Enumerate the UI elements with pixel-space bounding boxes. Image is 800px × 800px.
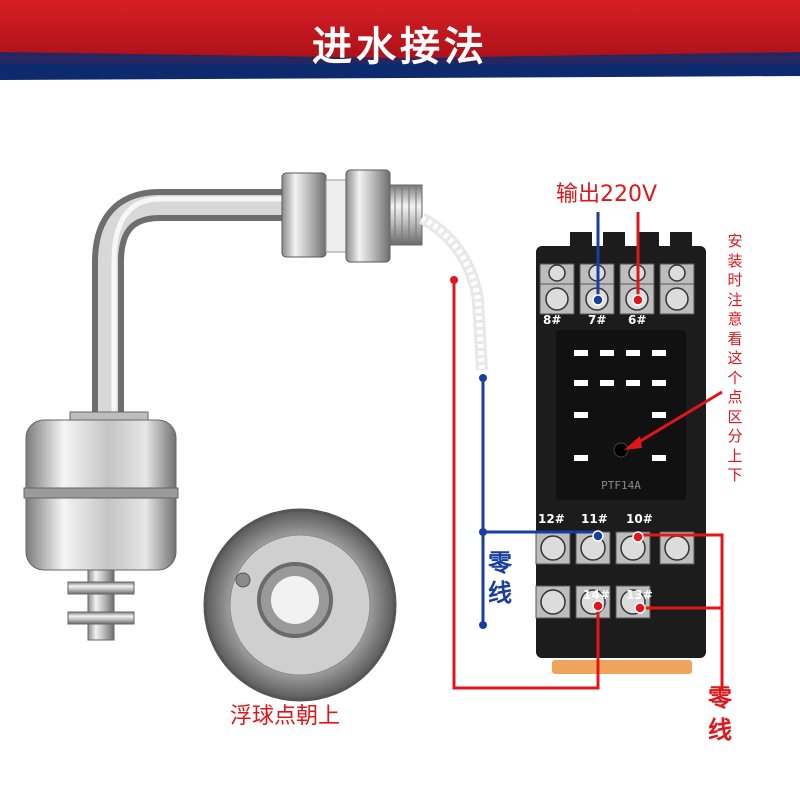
terminal-12: 12#	[538, 512, 565, 526]
install-note-vertical: 安装时注意看这个点区分上下	[727, 232, 743, 484]
note-arrow-head	[624, 436, 642, 450]
neutral-label-red: 零线	[708, 684, 732, 744]
terminal-14: 14#	[583, 588, 610, 602]
socket-marking: PTF14A	[601, 479, 641, 492]
terminal-11: 11#	[581, 512, 608, 526]
terminal-7: 7#	[588, 313, 607, 327]
float-switch-icon	[23, 169, 488, 641]
float-caption: 浮球点朝上	[230, 704, 341, 729]
terminal-10: 10#	[626, 512, 653, 526]
wire-dots	[450, 276, 646, 629]
terminal-6: 6#	[628, 313, 647, 327]
note-arrow-line	[631, 390, 723, 448]
title-banner: 进水接法	[0, 0, 800, 85]
page-title: 进水接法	[312, 24, 488, 70]
terminal-13: 13#	[626, 588, 653, 602]
wiring	[452, 212, 724, 690]
wire-red-float	[452, 280, 600, 690]
neutral-label-blue: 零线	[488, 549, 512, 607]
wire-red-neutral	[640, 533, 724, 690]
output-220v-label: 输出220V	[556, 182, 658, 207]
terminal-8: 8#	[543, 313, 562, 327]
float-ball-closeup-icon	[203, 508, 397, 702]
